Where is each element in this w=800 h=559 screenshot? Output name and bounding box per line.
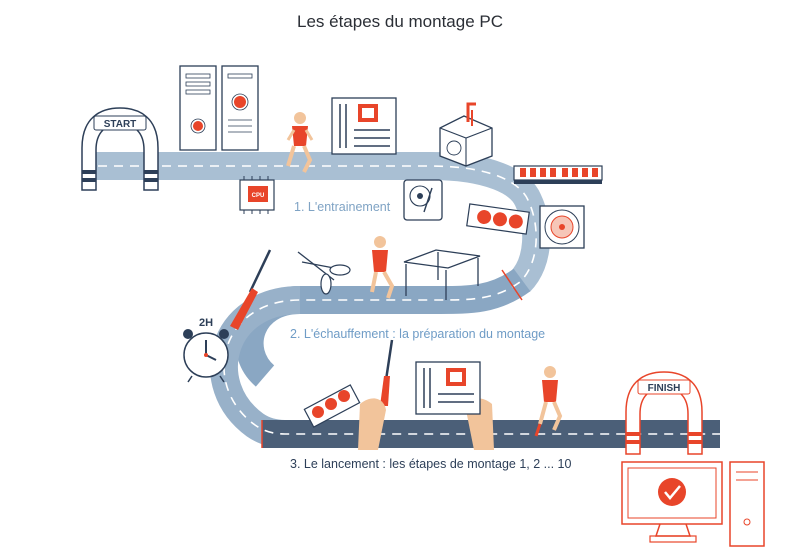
pc-tower-icon [179, 65, 259, 151]
power-supply-icon [439, 102, 493, 167]
diagram-title: Les étapes du montage PC [296, 12, 504, 31]
duration-label: 2H [199, 317, 213, 329]
ram-stick-icon [513, 165, 603, 184]
hard-drive-icon [403, 179, 443, 221]
table-icon [403, 249, 481, 300]
motherboard-icon [331, 97, 397, 155]
step-3-label: 3. Le lancement : les étapes de montage … [290, 457, 572, 471]
step-2-label: 2. L'échauffement : la préparation du mo… [290, 327, 546, 341]
graphics-card-icon [466, 203, 530, 235]
motherboard-icon [415, 361, 481, 415]
graphics-card-icon [303, 384, 361, 428]
monitor-check-icon [621, 461, 765, 547]
screwdriver-icon [230, 249, 272, 330]
step-1-label: 1. L'entrainement [294, 200, 391, 214]
hands-icon [358, 339, 494, 450]
start-arch-icon [81, 107, 159, 191]
runner-icon [286, 112, 314, 173]
finish-label: FINISH [648, 383, 681, 394]
road [82, 152, 720, 448]
cpu-chip-icon [239, 176, 275, 214]
finish-arch-icon [625, 371, 703, 455]
cpu-label: CPU [252, 193, 265, 199]
runner-icon [534, 366, 563, 437]
cooling-fan-icon [539, 205, 585, 249]
scissors-icon [297, 251, 351, 295]
start-label: START [104, 119, 137, 130]
runner-icon [370, 236, 395, 299]
alarm-clock-icon [183, 329, 229, 383]
